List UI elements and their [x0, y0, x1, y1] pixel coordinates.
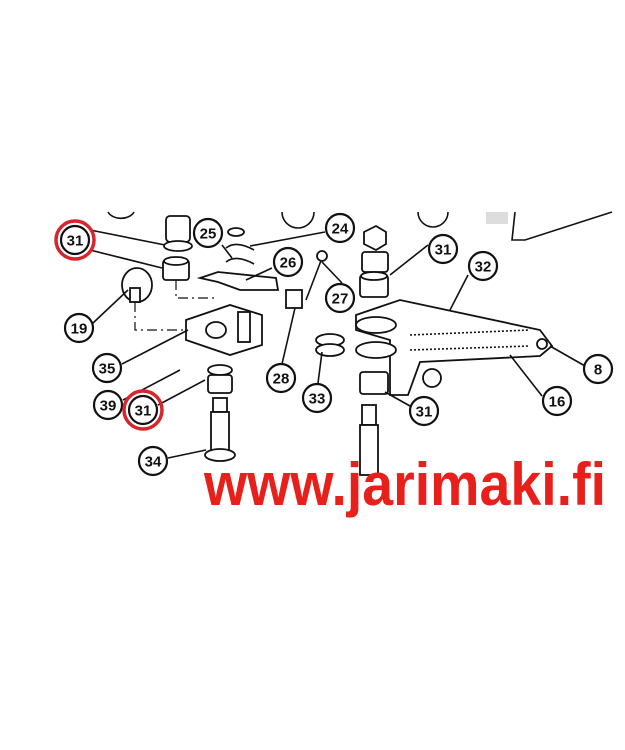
callout-label: 33: [309, 391, 326, 408]
callout-label: 31: [435, 242, 452, 259]
callout-27: 27: [324, 282, 356, 314]
callout-16: 16: [541, 385, 573, 417]
callout-label: 39: [100, 398, 117, 415]
callout-31: 31: [54, 219, 96, 261]
callout-label: 19: [71, 321, 88, 338]
callout-32: 32: [467, 250, 499, 282]
callout-31: 31: [427, 233, 459, 265]
callout-circle: [127, 394, 159, 426]
callout-circle: [324, 212, 356, 244]
callout-circle: [408, 395, 440, 427]
callout-label: 31: [416, 404, 433, 421]
callout-circle: [467, 250, 499, 282]
callout-26: 26: [272, 246, 304, 278]
callout-circle: [301, 382, 333, 414]
callout-24: 24: [324, 212, 356, 244]
callout-label: 27: [332, 291, 349, 308]
callout-circle: [324, 282, 356, 314]
callout-label: 31: [67, 233, 84, 250]
callout-33: 33: [301, 382, 333, 414]
callout-circle: [541, 385, 573, 417]
callout-label: 34: [145, 454, 162, 471]
callout-circle: [265, 362, 297, 394]
callout-label: 16: [549, 394, 566, 411]
watermark-text: www.jarimaki.fi: [203, 451, 606, 518]
callout-31: 31: [122, 389, 164, 431]
callout-label: 31: [135, 403, 152, 420]
callout-circle: [427, 233, 459, 265]
callout-circle: [272, 246, 304, 278]
callout-label: 32: [475, 259, 492, 276]
callout-circle: [137, 445, 169, 477]
callout-label: 26: [280, 255, 297, 272]
callout-label: 28: [273, 371, 290, 388]
callout-19: 19: [63, 312, 95, 344]
callout-circle: [63, 312, 95, 344]
highlight-ring: [54, 219, 96, 261]
callout-circle: [192, 217, 224, 249]
callout-label: 35: [99, 361, 116, 378]
callout-circle: [91, 352, 123, 384]
callout-34: 34: [137, 445, 169, 477]
callout-28: 28: [265, 362, 297, 394]
callout-39: 39: [92, 389, 124, 421]
diagram-parts: [89, 211, 613, 476]
highlight-ring: [122, 389, 164, 431]
callout-label: 25: [200, 226, 217, 243]
callout-31: 31: [408, 395, 440, 427]
callout-circle: [582, 353, 614, 385]
callout-label: 24: [332, 221, 349, 238]
callout-circle: [92, 389, 124, 421]
callout-8: 8: [582, 353, 614, 385]
callout-25: 25: [192, 217, 224, 249]
callout-35: 35: [91, 352, 123, 384]
callout-circle: [59, 224, 91, 256]
callout-label: 8: [594, 362, 602, 379]
